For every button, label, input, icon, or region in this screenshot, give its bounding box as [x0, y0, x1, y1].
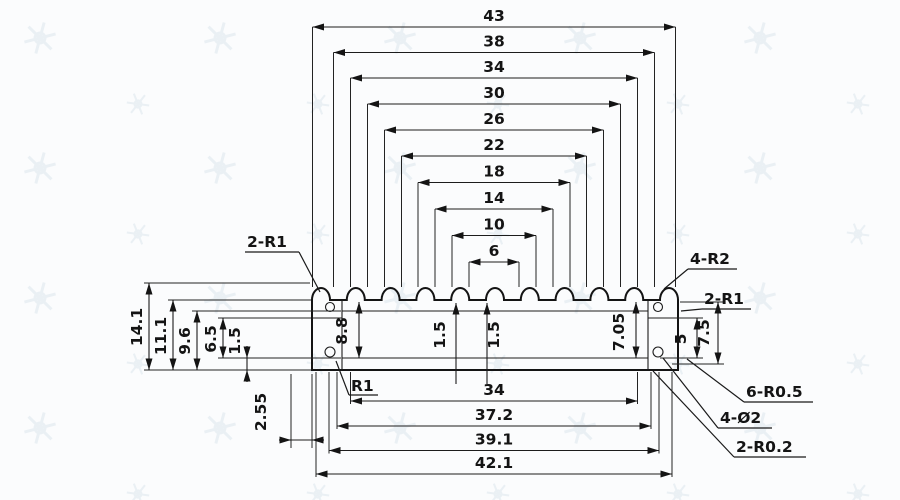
callout-right-upper: 2-R1 — [704, 290, 744, 308]
top-dim-label-3: 30 — [483, 84, 505, 102]
inner-dim-label-3: 7.05 — [610, 313, 628, 351]
left-dim-label-3: 6.5 — [202, 325, 220, 352]
left-dim-label-5: 2.55 — [252, 393, 270, 431]
left-dim-label-2: 9.6 — [176, 327, 194, 354]
top-dim-label-4: 26 — [483, 110, 505, 128]
bottom-dim-label-3: 42.1 — [475, 454, 513, 472]
callout-right-r05: 6-R0.5 — [746, 383, 803, 401]
inner-dim-label-4: 5 — [672, 334, 690, 345]
inner-dimension-lines: 8.8 1.5 1.5 7.05 5 7.5 — [333, 301, 724, 384]
inner-dim-label-1: 1.5 — [431, 321, 449, 348]
fin-scallops — [311, 287, 679, 301]
body-outline — [311, 299, 679, 371]
screw-boss-hole-top-right — [652, 301, 664, 313]
inner-dim-label-0: 8.8 — [333, 317, 351, 344]
top-dim-label-8: 10 — [483, 216, 505, 234]
inner-dim-label-5: 7.5 — [695, 319, 713, 346]
callout-top-right: 4-R2 — [690, 250, 730, 268]
callout-right-r02: 2-R0.2 — [736, 438, 793, 456]
inner-dim-label-2: 1.5 — [485, 321, 503, 348]
top-dimension-lines: 43 38 34 30 26 22 18 14 10 6 — [312, 7, 676, 287]
callout-inner-left: R1 — [351, 377, 374, 395]
top-dim-label-6: 18 — [483, 163, 505, 181]
inner-cavity-lines — [312, 300, 678, 370]
bottom-dim-label-0: 34 — [483, 381, 505, 399]
top-dim-label-2: 34 — [483, 58, 505, 76]
top-dim-label-5: 22 — [483, 136, 505, 154]
left-dim-label-0: 14.1 — [128, 308, 146, 346]
top-dim-label-7: 14 — [483, 189, 505, 207]
left-dimension-lines: 14.1 11.1 9.6 6.5 1.5 2.55 — [128, 282, 341, 448]
top-dim-label-1: 38 — [483, 33, 505, 51]
callout-top-left: 2-R1 — [247, 233, 287, 251]
bottom-dim-label-1: 37.2 — [475, 406, 513, 424]
bottom-dim-label-2: 39.1 — [475, 431, 513, 449]
top-dim-label-9: 6 — [489, 242, 500, 260]
screw-boss-hole-bottom-right — [652, 346, 664, 358]
left-dim-label-1: 11.1 — [152, 317, 170, 355]
screw-boss-hole-bottom-left — [324, 346, 336, 358]
top-dim-label-0: 43 — [483, 7, 505, 25]
callout-right-holes: 4-Ø2 — [720, 409, 761, 427]
bottom-dimension-lines: 34 37.2 39.1 42.1 — [315, 372, 673, 478]
callout-labels: 2-R1 4-R2 2-R1 6-R0.5 4-Ø2 2-R0.2 R1 — [245, 233, 813, 458]
left-dim-label-4: 1.5 — [226, 327, 244, 354]
